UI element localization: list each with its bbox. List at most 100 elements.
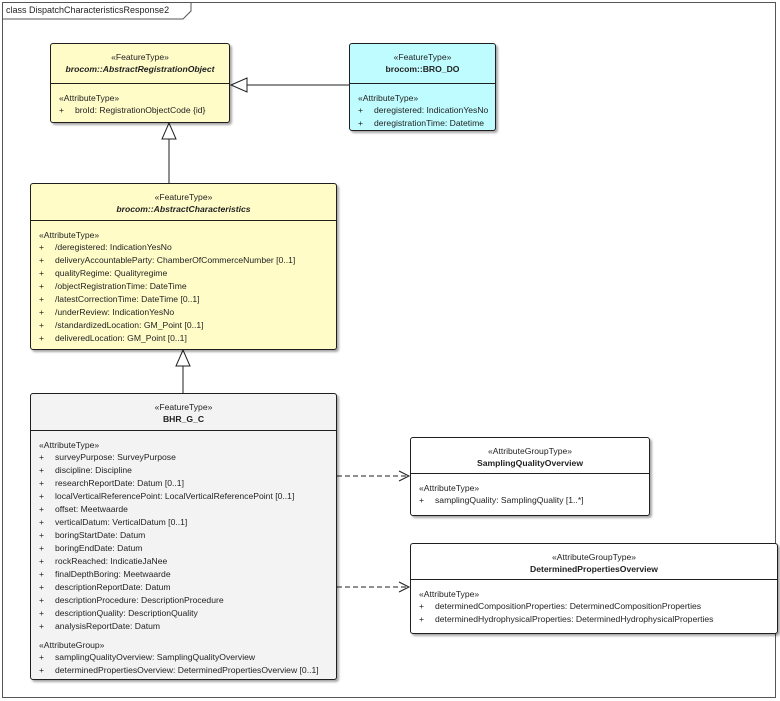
section-label: «AttributeType»: [39, 440, 100, 450]
attribute-row: + finalDepthBoring: Meetwaarde: [39, 568, 336, 581]
visibility-marker: +: [39, 582, 45, 592]
class-name: brocom::AbstractRegistrationObject: [65, 64, 215, 74]
class-header: «AttributeGroupType» DeterminedPropertie…: [411, 544, 777, 580]
attribute-text: samplingQuality: SamplingQuality [1..*]: [435, 495, 584, 505]
class-abstract-registration-object[interactable]: «FeatureType» brocom::AbstractRegistrati…: [50, 43, 230, 123]
attribute-text: finalDepthBoring: Meetwaarde: [55, 569, 171, 579]
attribute-text: /deregistered: IndicationYesNo: [55, 242, 172, 252]
generalization-arrowhead: [161, 121, 177, 140]
attribute-text: broId: RegistrationObjectCode {id}: [75, 105, 206, 115]
section-label: «AttributeType»: [419, 483, 480, 493]
attribute-text: samplingQualityOverview: SamplingQuality…: [55, 652, 256, 662]
class-body: «AttributeType» + samplingQuality: Sampli…: [411, 474, 649, 507]
attribute-row: + deregistered: IndicationYesNo: [358, 104, 495, 117]
visibility-marker: +: [39, 242, 45, 252]
attribute-row: +qualityRegime: Qualityregime: [39, 267, 336, 280]
class-body: «AttributeType» + broId: RegistrationObj…: [51, 84, 229, 117]
attribute-row: + discipline: Discipline: [39, 464, 336, 477]
dependency-arrowhead: [398, 470, 411, 482]
class-sampling-quality-overview[interactable]: «AttributeGroupType» SamplingQualityOver…: [410, 437, 650, 516]
attribute-row: +offset: Meetwaarde: [39, 503, 336, 516]
visibility-marker: +: [39, 294, 45, 304]
section-label: «AttributeType»: [419, 589, 480, 599]
class-header: «FeatureType» BHR_G_C: [31, 394, 336, 431]
attribute-row: +boringEndDate: Datum: [39, 542, 336, 555]
visibility-marker: +: [39, 556, 45, 566]
visibility-marker: +: [419, 495, 425, 505]
visibility-marker: +: [358, 105, 364, 115]
attribute-text: descriptionProcedure: DescriptionProcedu…: [55, 595, 224, 605]
attribute-row: +/objectRegistrationTime: DateTime: [39, 280, 336, 293]
class-name: DeterminedPropertiesOverview: [529, 564, 658, 574]
class-header: «AttributeGroupType» SamplingQualityOver…: [411, 438, 649, 474]
generalization-arrowhead: [175, 348, 191, 367]
visibility-marker: +: [39, 665, 45, 675]
class-name: BHR_G_C: [162, 414, 205, 424]
attribute-text: /underReview: IndicationYesNo: [55, 307, 175, 317]
attribute-row: +localVerticalReferencePoint: LocalVerti…: [39, 490, 336, 503]
frame-label: class DispatchCharacteristicsResponse2: [6, 5, 170, 15]
visibility-marker: +: [39, 608, 45, 618]
attribute-row: + broId: RegistrationObjectCode {id}: [59, 104, 229, 117]
class-name: brocom::BRO_DO: [385, 64, 460, 74]
section-label: «AttributeGroup»: [39, 640, 105, 650]
visibility-marker: +: [39, 465, 45, 475]
attribute-row: + rockReached: IndicatieJaNee: [39, 555, 336, 568]
visibility-marker: +: [39, 452, 45, 462]
stereotype-label: «FeatureType»: [393, 52, 452, 62]
visibility-marker: +: [39, 517, 45, 527]
visibility-marker: +: [39, 530, 45, 540]
attribute-row: +deliveryAccountableParty: ChamberOfComm…: [39, 254, 336, 267]
visibility-marker: +: [59, 105, 65, 115]
class-header: «FeatureType» brocom::AbstractCharacteri…: [31, 184, 336, 221]
attribute-text: /standardizedLocation: GM_Point [0..1]: [55, 320, 204, 330]
class-header: «FeatureType» brocom::BRO_DO: [350, 44, 495, 84]
attribute-text: deliveryAccountableParty: ChamberOfComme…: [55, 255, 296, 265]
attribute-text: determinedCompositionProperties: Determi…: [435, 601, 702, 611]
stereotype-label: «FeatureType»: [111, 52, 169, 62]
visibility-marker: +: [39, 478, 45, 488]
attribute-text: rockReached: IndicatieJaNee: [55, 556, 168, 566]
attribute-text: boringEndDate: Datum: [55, 543, 143, 553]
class-bro-do[interactable]: «FeatureType» brocom::BRO_DO «AttributeT…: [349, 43, 496, 131]
class-header: «FeatureType» brocom::AbstractRegistrati…: [51, 44, 229, 84]
visibility-marker: +: [419, 614, 425, 624]
class-determined-properties-overview[interactable]: «AttributeGroupType» DeterminedPropertie…: [410, 543, 778, 634]
visibility-marker: +: [39, 569, 45, 579]
attribute-row: + /deregistered: IndicationYesNo: [39, 241, 336, 254]
attribute-text: qualityRegime: Qualityregime: [55, 268, 168, 278]
attribute-row: +verticalDatum: VerticalDatum [0..1]: [39, 516, 336, 529]
attribute-row: + samplingQualityOverview: SamplingQualit…: [39, 651, 336, 664]
attribute-row: +determinedPropertiesOverview: Determine…: [39, 664, 336, 677]
attribute-text: /objectRegistrationTime: DateTime: [55, 281, 187, 291]
attribute-text: discipline: Discipline: [55, 465, 132, 475]
attribute-row: + descriptionProcedure: DescriptionProced…: [39, 594, 336, 607]
attribute-row: + determinedHydrophysicalProperties: Dete…: [419, 613, 777, 626]
visibility-marker: +: [39, 491, 45, 501]
attribute-row: + researchReportDate: Datum [0..1]: [39, 477, 336, 490]
visibility-marker: +: [39, 595, 45, 605]
attribute-text: deliveredLocation: GM_Point [0..1]: [55, 333, 187, 343]
attribute-text: surveyPurpose: SurveyPurpose: [55, 452, 176, 462]
attribute-text: researchReportDate: Datum [0..1]: [55, 478, 184, 488]
attribute-row: + determinedCompositionProperties: Determ…: [419, 600, 777, 613]
attribute-text: determinedHydrophysicalProperties: Deter…: [435, 614, 714, 624]
visibility-marker: +: [39, 333, 45, 343]
attribute-row: +/standardizedLocation: GM_Point [0..1]: [39, 319, 336, 332]
attribute-row: + samplingQuality: SamplingQuality [1..*]: [419, 494, 649, 507]
visibility-marker: +: [39, 621, 45, 631]
class-abstract-characteristics[interactable]: «FeatureType» brocom::AbstractCharacteri…: [30, 183, 337, 350]
visibility-marker: +: [39, 307, 45, 317]
section-label: «AttributeType»: [39, 230, 100, 240]
section-label: «AttributeType»: [59, 93, 120, 103]
visibility-marker: +: [39, 652, 45, 662]
frame-tab-outline: [2, 2, 192, 20]
attribute-row: + /underReview: IndicationYesNo: [39, 306, 336, 319]
stereotype-label: «FeatureType»: [154, 192, 213, 202]
class-bhr-g-c[interactable]: «FeatureType» BHR_G_C «AttributeType» + s…: [30, 393, 337, 680]
visibility-marker: +: [419, 601, 425, 611]
attribute-text: analysisReportDate: Datum: [55, 621, 161, 631]
attribute-row: +descriptionReportDate: Datum: [39, 581, 336, 594]
